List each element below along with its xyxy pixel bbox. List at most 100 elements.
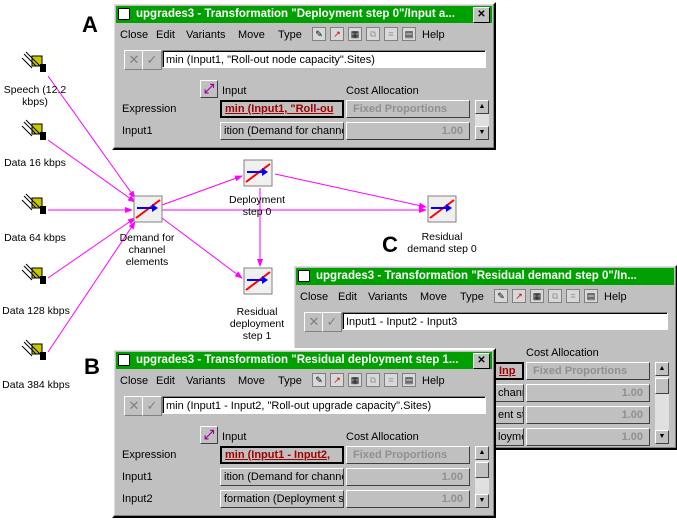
menu-close[interactable]: Close (120, 29, 149, 41)
node-residual-deploy1[interactable]: Residual deployment step 1 (229, 306, 285, 342)
scroll-down-icon[interactable]: ▼ (475, 126, 489, 140)
vertical-scrollbar[interactable]: ▲ ▼ (474, 100, 489, 140)
node-deploy0[interactable]: Deployment step 0 (228, 194, 286, 218)
menu-variants[interactable]: Variants (186, 29, 226, 41)
menu-move[interactable]: Move (238, 375, 265, 387)
expression-input[interactable]: min (Input1 - Input2, "Roll-out upgrade … (162, 396, 486, 414)
flow-arrows (47, 75, 427, 353)
cost-cell[interactable]: 1.00 (526, 384, 650, 402)
cost-cell[interactable]: 1.00 (526, 428, 650, 446)
scroll-thumb[interactable] (475, 462, 489, 478)
input-cell[interactable]: min (Input1, "Roll-ou (220, 100, 344, 118)
cancel-x-icon[interactable]: ✕ (124, 50, 144, 70)
node-residual-demand0[interactable]: Residual demand step 0 (407, 231, 477, 255)
window-titlebar[interactable]: upgrades3 - Transformation "Residual dem… (296, 268, 674, 285)
cost-cell[interactable]: Fixed Proportions (346, 446, 470, 464)
cost-cell[interactable]: 1.00 (346, 468, 470, 486)
clipboard-icon[interactable]: ▤ (402, 373, 416, 387)
menu-edit[interactable]: Edit (338, 291, 357, 303)
menu-variants[interactable]: Variants (186, 375, 226, 387)
cost-cell[interactable]: 1.00 (526, 406, 650, 424)
menu-type[interactable]: Type (278, 375, 302, 387)
graph-icon[interactable]: ↗ (330, 27, 344, 41)
node-data64[interactable]: Data 64 kbps (4, 232, 66, 244)
input-cell[interactable]: loyme (494, 428, 524, 446)
input-cell[interactable]: ent st (494, 406, 524, 424)
expression-row: ✕ ✓ Input1 - Input2 - Input3 (300, 312, 670, 332)
window-residual-demand-step0: upgrades3 - Transformation "Residual dem… (292, 264, 677, 450)
link-icon[interactable]: ⧉ (548, 289, 562, 303)
row-label: Input1 (122, 471, 153, 483)
input-cell[interactable]: min (Input1 - Input2, (220, 446, 344, 464)
scroll-down-icon[interactable]: ▼ (475, 494, 489, 508)
menu-close[interactable]: Close (300, 291, 329, 303)
input-cell[interactable]: formation (Deployment st (220, 490, 344, 508)
accept-check-icon[interactable]: ✓ (142, 396, 162, 416)
graph-icon[interactable]: ↗ (512, 289, 526, 303)
table-icon[interactable]: ▦ (348, 373, 362, 387)
window-titlebar[interactable]: upgrades3 - Transformation "Residual dep… (116, 352, 492, 369)
input-link-icon[interactable]: ⤢ (200, 80, 218, 98)
node-data16[interactable]: Data 16 kbps (4, 157, 66, 169)
menu-help[interactable]: Help (422, 29, 445, 41)
cost-cell[interactable]: Fixed Proportions (346, 100, 470, 118)
close-icon[interactable]: ✕ (473, 7, 490, 23)
node-data128[interactable]: Data 128 kbps (2, 305, 70, 317)
menu-variants[interactable]: Variants (368, 291, 408, 303)
row-label: Expression (122, 449, 177, 461)
node-speech[interactable]: Speech (12.2 kbps) (3, 84, 67, 108)
menu-type[interactable]: Type (460, 291, 484, 303)
table-icon[interactable]: ▦ (348, 27, 362, 41)
scroll-down-icon[interactable]: ▼ (655, 430, 669, 444)
clipboard-icon[interactable]: ▤ (402, 27, 416, 41)
expression-input[interactable]: min (Input1, "Roll-out node capacity".Si… (162, 50, 486, 68)
menu-type[interactable]: Type (278, 29, 302, 41)
input-link-icon[interactable]: ⤢ (200, 426, 218, 444)
link-icon[interactable]: ⧉ (366, 373, 380, 387)
menu-help[interactable]: Help (422, 375, 445, 387)
cost-cell[interactable]: 1.00 (346, 122, 470, 140)
close-icon[interactable]: ✕ (473, 353, 490, 369)
column-cost-allocation: Cost Allocation (346, 431, 419, 443)
graph-icon[interactable]: ↗ (330, 373, 344, 387)
input-cell[interactable]: Inp (494, 362, 524, 380)
vertical-scrollbar[interactable]: ▲ ▼ (654, 362, 669, 444)
node-data384[interactable]: Data 384 kbps (2, 379, 70, 391)
properties-icon[interactable]: ✎ (494, 289, 508, 303)
properties-icon[interactable]: ✎ (312, 27, 326, 41)
column-cost-allocation: Cost Allocation (526, 347, 599, 359)
input-cell[interactable]: ition (Demand for channe (220, 468, 344, 486)
menu-help[interactable]: Help (604, 291, 627, 303)
cost-cell[interactable]: Fixed Proportions (526, 362, 650, 380)
node-demand[interactable]: Demand for channel elements (119, 232, 175, 268)
accept-check-icon[interactable]: ✓ (142, 50, 162, 70)
cancel-x-icon[interactable]: ✕ (304, 312, 324, 332)
menubar: Close Edit Variants Move Type ✎ ↗ ▦ ⧉ ≡ … (120, 373, 490, 389)
column-cost-allocation: Cost Allocation (346, 85, 419, 97)
properties-icon[interactable]: ✎ (312, 373, 326, 387)
menu-edit[interactable]: Edit (156, 29, 175, 41)
list-icon[interactable]: ≡ (566, 289, 580, 303)
menu-close[interactable]: Close (120, 375, 149, 387)
menu-edit[interactable]: Edit (156, 375, 175, 387)
link-icon[interactable]: ⧉ (366, 27, 380, 41)
scroll-up-icon[interactable]: ▲ (655, 362, 669, 376)
window-titlebar[interactable]: upgrades3 - Transformation "Deployment s… (116, 6, 492, 23)
input-cell[interactable]: ition (Demand for channe (220, 122, 344, 140)
menubar: Close Edit Variants Move Type ✎ ↗ ▦ ⧉ ≡ … (300, 289, 672, 305)
scroll-thumb[interactable] (655, 378, 669, 394)
scroll-up-icon[interactable]: ▲ (475, 446, 489, 460)
vertical-scrollbar[interactable]: ▲ ▼ (474, 446, 489, 508)
scroll-up-icon[interactable]: ▲ (475, 100, 489, 114)
accept-check-icon[interactable]: ✓ (322, 312, 342, 332)
menu-move[interactable]: Move (238, 29, 265, 41)
expression-input[interactable]: Input1 - Input2 - Input3 (342, 312, 668, 330)
list-icon[interactable]: ≡ (384, 373, 398, 387)
input-cell[interactable]: channe (494, 384, 524, 402)
menu-move[interactable]: Move (420, 291, 447, 303)
cost-cell[interactable]: 1.00 (346, 490, 470, 508)
list-icon[interactable]: ≡ (384, 27, 398, 41)
cancel-x-icon[interactable]: ✕ (124, 396, 144, 416)
clipboard-icon[interactable]: ▤ (584, 289, 598, 303)
table-icon[interactable]: ▦ (530, 289, 544, 303)
